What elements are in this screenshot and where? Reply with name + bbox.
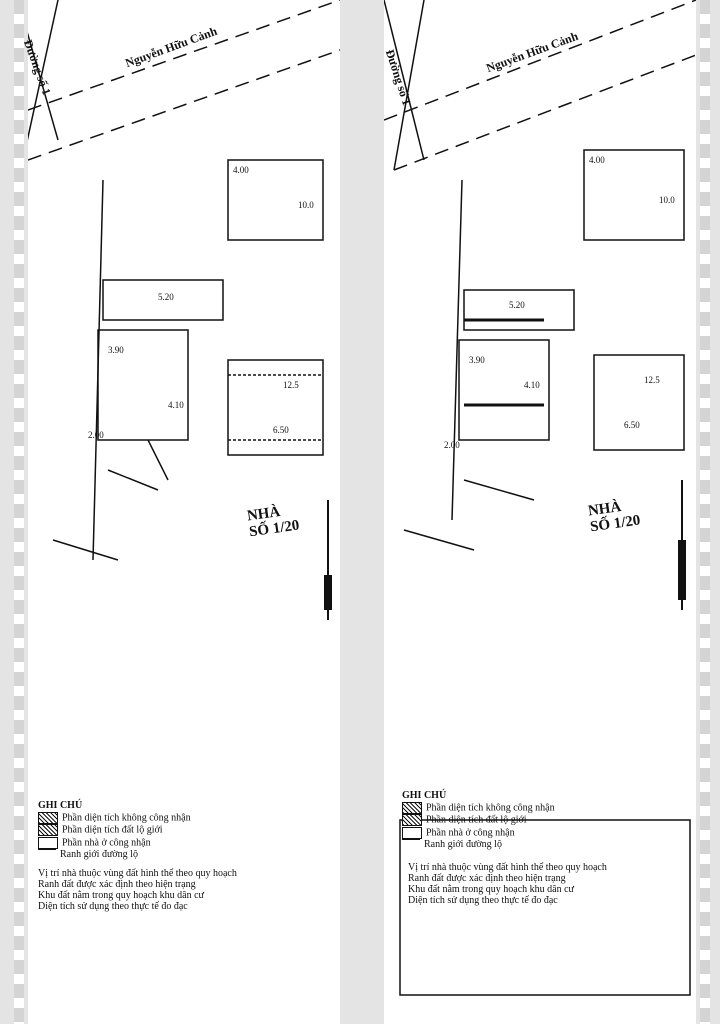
- legend-text: Phần diện tích không công nhận: [426, 802, 555, 814]
- legend-text: Phần diện tích không công nhận: [62, 812, 191, 824]
- hatch-swatch-icon: [402, 802, 422, 814]
- dimension: 12.5: [283, 380, 299, 390]
- legend-text: Ranh giới đường lộ: [424, 838, 502, 850]
- legend-item: Phần nhà ở công nhận: [38, 836, 191, 849]
- survey-page-left: Nguyễn Hữu Cảnh Đường số 1 4.00 10.0 5.2…: [21, 0, 340, 1024]
- legend-title: GHI CHÚ: [402, 790, 447, 801]
- note-line: Diện tích sử dụng theo thực tế đo đạc: [38, 901, 188, 912]
- legend-item: Phần diện tích đất lộ giới: [38, 824, 191, 837]
- dimension: 4.10: [168, 400, 184, 410]
- legend-text: Ranh giới đường lộ: [60, 848, 138, 860]
- legend-item: Ranh giới đường lộ: [402, 839, 555, 851]
- site-plan-drawing: [384, 0, 696, 996]
- dimension: 5.20: [158, 292, 174, 302]
- legend-text: Phần diện tích đất lộ giới: [62, 824, 163, 836]
- legend-item: Phần nhà ở công nhận: [402, 826, 555, 839]
- legend-text: Phần nhà ở công nhận: [62, 836, 151, 848]
- empty-swatch-icon: [402, 826, 422, 839]
- survey-page-right: Nguyễn Hữu Cảnh Đường số 1 4.00 10.0 5.2…: [383, 0, 696, 1024]
- legend-item: Ranh giới đường lộ: [38, 849, 191, 861]
- note-line: Khu đất nằm trong quy hoạch khu dân cư: [408, 884, 574, 895]
- dimension: 2.00: [88, 430, 104, 440]
- legend-title: GHI CHÚ: [38, 800, 83, 811]
- dimension: 3.90: [469, 355, 485, 365]
- dimension: 12.5: [644, 375, 660, 385]
- note-line: Khu đất nằm trong quy hoạch khu dân cư: [38, 890, 204, 901]
- note-line: Diện tích sử dụng theo thực tế đo đạc: [408, 895, 558, 906]
- dimension: 10.0: [298, 200, 314, 210]
- site-plan-drawing: [28, 0, 340, 620]
- dimension: 3.90: [108, 345, 124, 355]
- empty-swatch-icon: [38, 836, 58, 849]
- dimension: 4.00: [589, 155, 605, 165]
- legend-text: Phần nhà ở công nhận: [426, 826, 515, 838]
- line-swatch-icon: [402, 839, 420, 850]
- note-line: Vị trí nhà thuộc vùng đất hình thể theo …: [38, 868, 237, 879]
- dimension: 10.0: [659, 195, 675, 205]
- hatch-swatch-icon: [38, 812, 58, 824]
- legend: GHI CHÚ Phần diện tích không công nhận P…: [38, 800, 191, 861]
- legend-item: Phần diện tích đất lộ giới: [402, 814, 555, 827]
- dimension: 6.50: [624, 420, 640, 430]
- hatch-swatch-icon: [402, 814, 422, 827]
- scan-edge: [700, 0, 710, 1024]
- legend-text: Phần diện tích đất lộ giới: [426, 814, 527, 826]
- note-line: Vị trí nhà thuộc vùng đất hình thể theo …: [408, 862, 607, 873]
- dimension: 6.50: [273, 425, 289, 435]
- dimension: 5.20: [509, 300, 525, 310]
- dimension: 4.10: [524, 380, 540, 390]
- dimension: 2.00: [444, 440, 460, 450]
- legend-item: Phần diện tích không công nhận: [38, 812, 191, 824]
- legend-item: Phần diện tích không công nhận: [402, 802, 555, 814]
- dimension: 4.00: [233, 165, 249, 175]
- legend: GHI CHÚ Phần diện tích không công nhận P…: [402, 790, 555, 851]
- hatch-swatch-icon: [38, 824, 58, 837]
- scan-edge: [14, 0, 24, 1024]
- notes: Vị trí nhà thuộc vùng đất hình thể theo …: [408, 862, 708, 906]
- notes: Vị trí nhà thuộc vùng đất hình thể theo …: [38, 868, 338, 912]
- line-swatch-icon: [38, 849, 56, 860]
- note-line: Ranh đất được xác định theo hiện trạng: [408, 873, 566, 884]
- note-line: Ranh đất được xác định theo hiện trạng: [38, 879, 196, 890]
